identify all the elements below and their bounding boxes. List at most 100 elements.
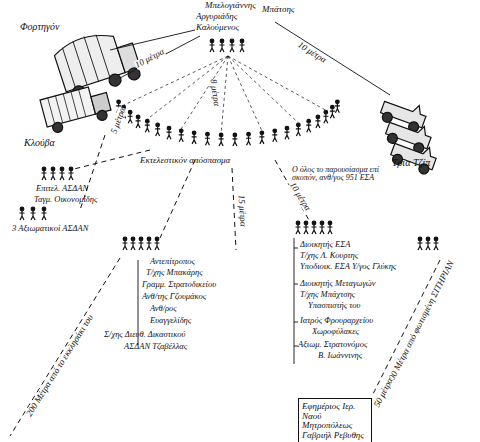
label: Διοικητής ΕΣΑ [300,240,351,249]
person-figure [139,237,144,250]
person-figure [51,167,56,180]
label: 200 Μέτρα από το εκκλησάκι του [25,313,95,418]
leader-line [110,30,195,50]
distance-line [160,160,195,238]
label: Αξιωμ. Στρατονόμος [298,340,367,349]
person-figure [240,39,245,52]
person-figure [323,110,328,123]
label: 50 μέτρα [372,376,395,408]
person-figure [272,129,277,142]
box-text: Εφημέριος Ιερ. Ναού Μητροπόλεως Γαβριήλ … [302,402,368,440]
label: 15 μέτρα [236,194,248,226]
fan-line [228,56,262,131]
person-figure [230,39,235,52]
person-figure [155,123,160,136]
person-figure [60,167,65,180]
label: Διοικητής Μεταγωγών [300,279,375,288]
label: ΑΣΔΑΝ Τζαβέλλας [124,342,187,351]
bracket [294,238,298,364]
person-figure [320,221,325,234]
truck [52,23,144,101]
label: Αντεπίτροπος [150,257,195,266]
label: Ο όλος το παρουσίασμα επί σκοπόν, ανθ/γο… [292,166,392,183]
label: Ανθ/ρος [150,304,177,313]
label: Τ/χης Λ. Κουρτης [300,251,358,260]
person-figure [20,207,25,220]
person-figure [296,221,301,234]
person-figure [328,221,333,234]
label: 10 μέτρα [287,180,312,212]
person-figure [232,133,237,146]
label: Ευαγγελίδης [150,316,191,325]
label: Γραμμ. Στρατοδικείου [142,280,216,289]
person-figure [167,126,172,139]
person-figure [123,237,128,250]
person-figure [306,119,311,132]
person-figure [179,129,184,142]
label: Β. Ιωάννινης [318,351,362,360]
jeeps [366,94,451,176]
distance-line [70,150,150,170]
label: 5 μέτρα [109,106,127,135]
person-figure [312,221,317,234]
label: Τ/χης Μπακάρης [146,268,203,277]
person-figure [219,133,224,146]
person-figure [246,132,251,145]
label: Μπελογιάννης [205,1,256,10]
label: Χωροφύλακες [312,327,359,336]
label: Επιτελ. ΑΣΔΑΝ [36,184,88,193]
fan-line [221,56,228,133]
label: Τ/χης Μπάχτσης [300,290,355,299]
person-figure [210,39,215,52]
label: Τρία Τζίπ [392,158,430,169]
person-figure [31,207,36,220]
label: Σ/χης Διευθ. Δικαστικού [104,330,185,339]
label: Υπασπιστής του [308,301,360,310]
label: Εκτελεστικόν απόσπασμα [140,156,230,165]
person-figure [434,237,439,250]
person-figure [155,237,160,250]
person-figure [69,167,74,180]
person-figure [330,105,335,118]
person-figure [128,110,133,123]
person-figure [42,207,47,220]
person-figure [304,221,309,234]
person-figure [136,115,141,128]
label: Ανθ/της Γζουμάκος [142,292,206,301]
distance-line [10,258,120,436]
cage-van [40,83,113,135]
label: Μπάτσης [262,5,295,14]
person-figure [192,131,197,144]
person-figure [42,167,47,180]
person-figure [131,237,136,250]
label: Ιατρός Φρουραρχείου [300,316,373,325]
fan-line [181,56,228,129]
fan-line [147,56,228,119]
label: 3 Αξιωματικοί ΑΣΔΑΝ [12,224,88,233]
label: Φορτηγόν [20,22,59,33]
label: Καλούμενος [196,23,239,32]
label: 8 μέτρα [207,78,220,106]
distance-line [232,168,236,250]
person-figure [205,132,210,145]
label: 10 μέτρα [296,40,328,65]
person-figure [296,123,301,136]
label: Αργυριάδης [196,12,237,21]
person-figure [259,131,264,144]
fan-line [228,56,326,110]
label: Κλούβα [24,138,55,149]
person-figure [418,237,423,250]
leader-line [120,36,200,78]
person-figure [220,39,225,52]
label: 500 Μέτρα από φωτισμένη ΣΙΤΗΡΙΑΝ [385,259,456,386]
person-figure [315,115,320,128]
label: 10 μέτρα [134,47,166,70]
person-figure [284,126,289,139]
person-figure [426,237,431,250]
label: Υποδιοικ. ΕΣΑ Υ/γος Γλύκης [300,262,396,271]
leader-line [275,22,390,95]
person-figure [145,119,150,132]
person-figure [147,237,152,250]
distance-line [372,260,440,396]
